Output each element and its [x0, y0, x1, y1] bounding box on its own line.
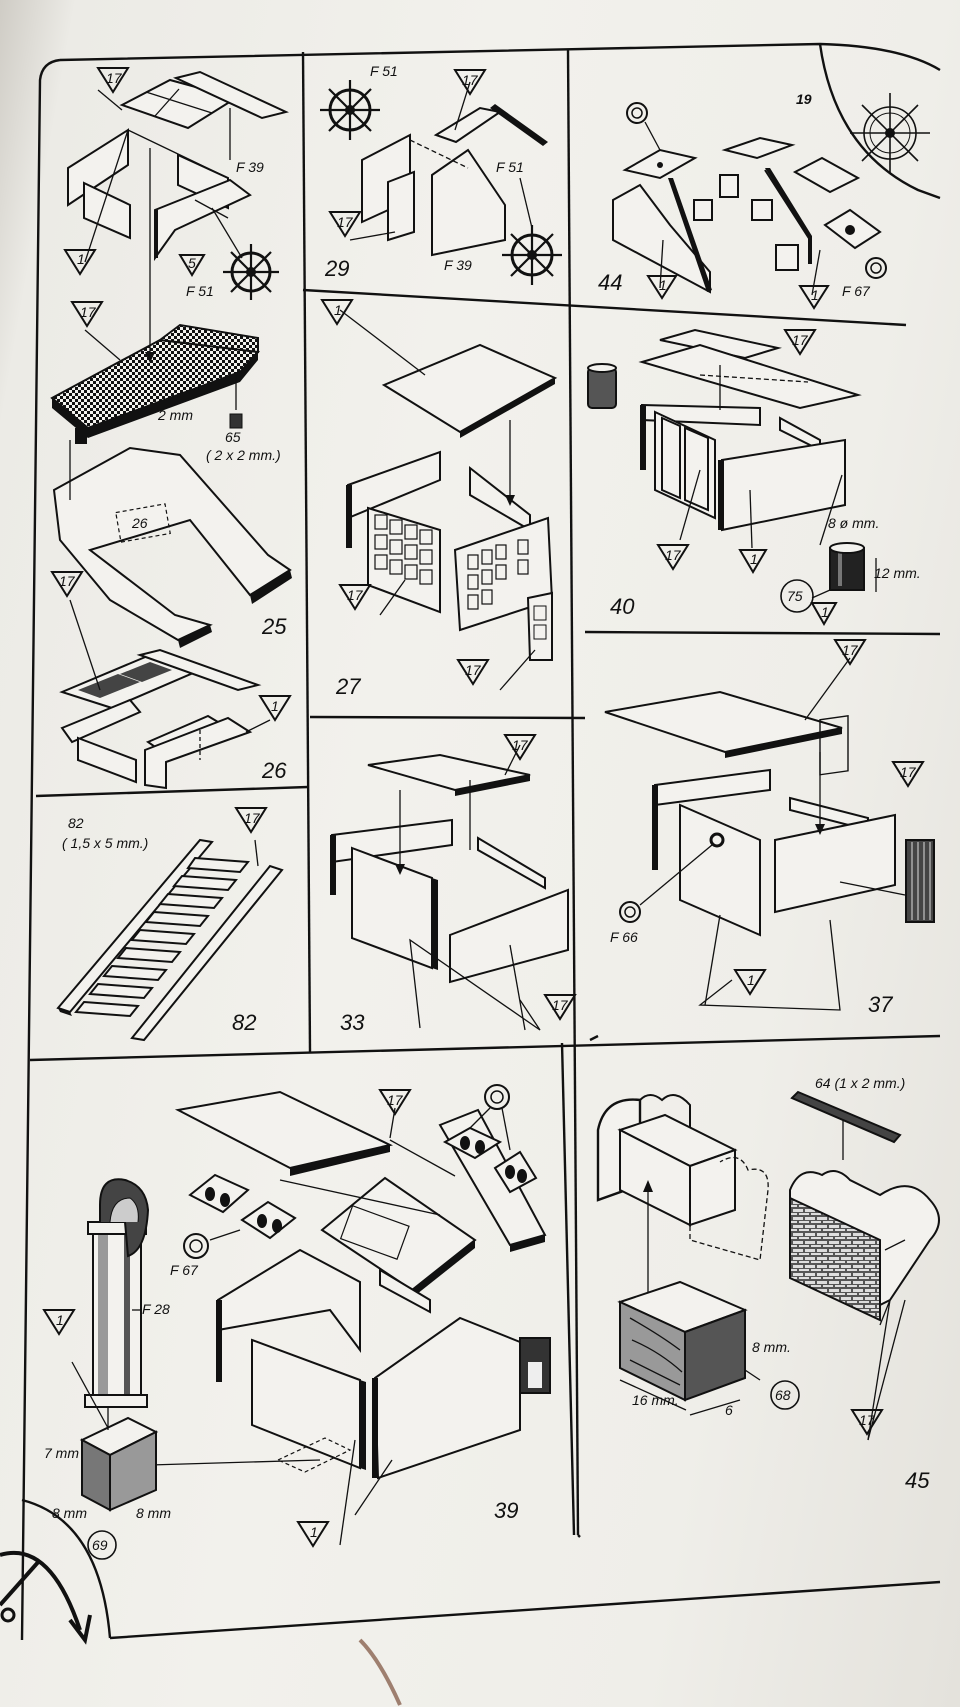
step-number-25: 25	[261, 614, 287, 639]
callout-17: 17	[244, 810, 261, 826]
dimension-12mm: 12 mm.	[874, 565, 921, 581]
panel-step-44: 1 1 F 67 44	[598, 102, 887, 310]
callout-17: 17	[859, 1412, 876, 1428]
part-label-82: 82	[68, 815, 84, 831]
dimension-2mm: 2 mm	[157, 407, 193, 423]
callout-17: 17	[106, 70, 123, 86]
callout-17: 17	[59, 573, 76, 589]
porthole-panel	[188, 1126, 538, 1240]
callout-17: 17	[512, 737, 529, 753]
callout-1: 1	[310, 1524, 318, 1540]
part-label-68: 68	[775, 1387, 791, 1403]
callout-1: 1	[271, 698, 279, 714]
callout-17: 17	[842, 642, 859, 658]
callout-17: 17	[792, 332, 809, 348]
callout-17: 17	[665, 547, 682, 563]
dimension-7mm: 7 mm	[44, 1445, 79, 1461]
part-label-f67: F 67	[842, 283, 871, 299]
step-number-39: 39	[494, 1498, 518, 1523]
part-label-64: 64 (1 x 2 mm.)	[815, 1075, 905, 1091]
part-label-f51: F 51	[186, 283, 214, 299]
dimension-8-diameter: 8 ø mm.	[828, 515, 879, 531]
callout-1: 1	[334, 302, 342, 318]
part-label-65: 65	[225, 429, 241, 445]
ships-wheel-ornament-icon	[850, 93, 930, 173]
callout-1: 1	[750, 551, 758, 567]
callout-1: 1	[56, 1312, 64, 1328]
panel-step-82: 17 82 ( 1,5 x 5 mm.) 82	[56, 807, 284, 1042]
page-number: 19	[796, 91, 812, 107]
callout-1: 1	[747, 972, 755, 988]
panel-step-40: 75 1 12 mm. 8 ø mm. 17 1 17 40	[587, 328, 921, 627]
callout-17: 17	[347, 587, 364, 603]
part-label-f39: F 39	[236, 159, 264, 175]
dimension-6: 6	[725, 1402, 733, 1418]
callout-17: 17	[552, 997, 569, 1013]
panel-step-27: 1 17 17 27	[320, 299, 558, 699]
step-number-37: 37	[868, 992, 893, 1017]
page-frame	[20, 42, 941, 1641]
ships-wheel-icon	[320, 80, 380, 140]
panel-step-45: 8 mm. 16 mm. 6 68 64 (1 x 2 mm.) 17 45	[596, 1075, 940, 1493]
part-label-f39: F 39	[444, 257, 472, 273]
callout-1: 1	[821, 604, 829, 620]
anchor-ornament-icon	[0, 1550, 92, 1645]
panel-step-26: 1 26	[59, 599, 292, 790]
panel-step-37: 17 17 1 F 66 37	[604, 639, 935, 1017]
part-label-f51: F 51	[370, 63, 398, 79]
panel-step-39: F 28 1 69 7 mm 8 mm 8 mm F 67 17 1 39	[42, 1084, 551, 1560]
step-number-44: 44	[598, 270, 622, 295]
dimension-16mm: 16 mm.	[632, 1392, 679, 1408]
ships-wheel-icon	[502, 225, 562, 285]
callout-1: 1	[811, 287, 819, 303]
part-label-f28: F 28	[142, 1301, 170, 1317]
part-label-f67: F 67	[170, 1262, 199, 1278]
step-number-45: 45	[905, 1468, 930, 1493]
panel-step-29: F 51 17 17 F 51 F 39 29	[320, 63, 562, 285]
part-label-f51: F 51	[496, 159, 524, 175]
callout-17: 17	[465, 662, 482, 678]
dimension-8mm: 8 mm	[52, 1505, 87, 1521]
step-number-40: 40	[610, 594, 635, 619]
part-label-26: 26	[131, 515, 148, 531]
callout-17: 17	[337, 214, 354, 230]
step-number-27: 27	[335, 674, 361, 699]
callout-5: 5	[188, 255, 196, 271]
panel-step-25: 26 17 1 5 17 17 F 39 F 51 2 mm 65 ( 2 x …	[50, 67, 292, 648]
dimension-8mm: 8 mm.	[752, 1339, 791, 1355]
part-label-75: 75	[787, 588, 803, 604]
step-number-82: 82	[232, 1010, 256, 1035]
part-label-82-size: ( 1,5 x 5 mm.)	[62, 835, 148, 851]
callout-17: 17	[80, 304, 97, 320]
step-number-33: 33	[340, 1010, 365, 1035]
stair-treads	[74, 856, 250, 1018]
ventilator-cowl	[84, 1178, 150, 1408]
stain-mark	[358, 1638, 402, 1706]
ships-wheel-icon	[223, 244, 279, 300]
callout-17: 17	[900, 764, 917, 780]
part-label-f66: F 66	[610, 929, 638, 945]
step-number-29: 29	[324, 256, 349, 281]
callout-1: 1	[659, 277, 667, 293]
callout-17: 17	[462, 72, 479, 88]
step-number-26: 26	[261, 758, 287, 783]
callout-1: 1	[77, 251, 85, 267]
dimension-8mm: 8 mm	[136, 1505, 171, 1521]
part-label-65-size: ( 2 x 2 mm.)	[206, 447, 281, 463]
panel-step-33: 17 17 33	[330, 734, 577, 1035]
part-label-69: 69	[92, 1537, 108, 1553]
callout-17: 17	[387, 1092, 404, 1108]
